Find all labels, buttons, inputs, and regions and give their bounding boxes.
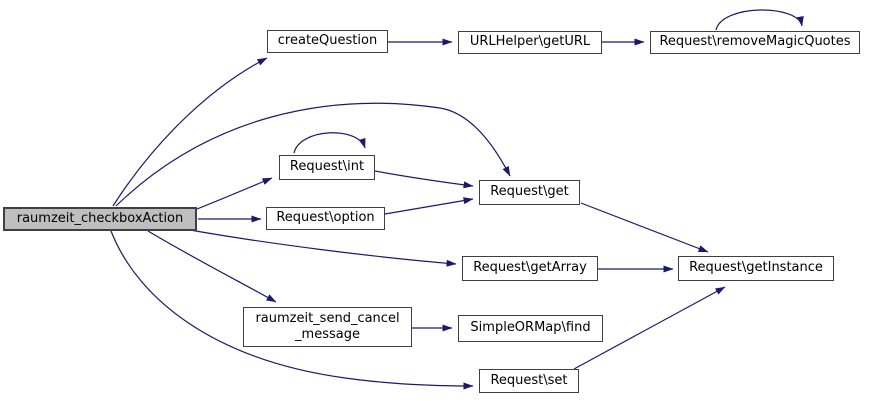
edge-raumzeit-checkboxaction-to-raumzeit-send-cancel-message — [147, 230, 277, 303]
edge-request-int-self-loop — [293, 132, 366, 154]
edge-request-removemagicquotes-self-loop — [715, 9, 804, 31]
node-request-removemagicquotes[interactable]: Request\removeMagicQuotes — [650, 31, 860, 54]
edge-raumzeit-checkboxaction-to-request-set — [110, 230, 474, 390]
node-request-int[interactable]: Request\int — [279, 155, 375, 180]
edge-request-get-to-request-getinstance — [580, 202, 709, 253]
node-raumzeit-send-cancel-message[interactable]: raumzeit_send_cancel _message — [243, 307, 412, 347]
edge-request-option-to-request-get — [384, 197, 474, 215]
node-request-getarray[interactable]: Request\getArray — [462, 256, 598, 281]
node-simpleormap-find[interactable]: SimpleORMap\find — [458, 315, 603, 342]
edge-raumzeit-checkboxaction-to-request-int — [196, 177, 273, 210]
edge-request-set-to-request-getinstance — [573, 286, 726, 370]
edge-raumzeit-checkboxaction-to-request-getarray — [189, 229, 457, 267]
node-createquestion[interactable]: createQuestion — [267, 30, 388, 53]
node-request-option[interactable]: Request\option — [266, 207, 385, 230]
edge-request-int-to-request-get — [374, 170, 474, 189]
edge-raumzeit-checkboxaction-to-request-get — [115, 102, 511, 207]
node-raumzeit-checkboxaction: raumzeit_checkboxAction — [3, 207, 197, 231]
edge-raumzeit-checkboxaction-to-createquestion — [112, 57, 268, 207]
node-urlhelper-geturl[interactable]: URLHelper\getURL — [458, 31, 602, 54]
node-request-getinstance[interactable]: Request\getInstance — [678, 256, 834, 281]
node-request-set[interactable]: Request\set — [479, 369, 579, 393]
node-request-get[interactable]: Request\get — [479, 180, 580, 205]
